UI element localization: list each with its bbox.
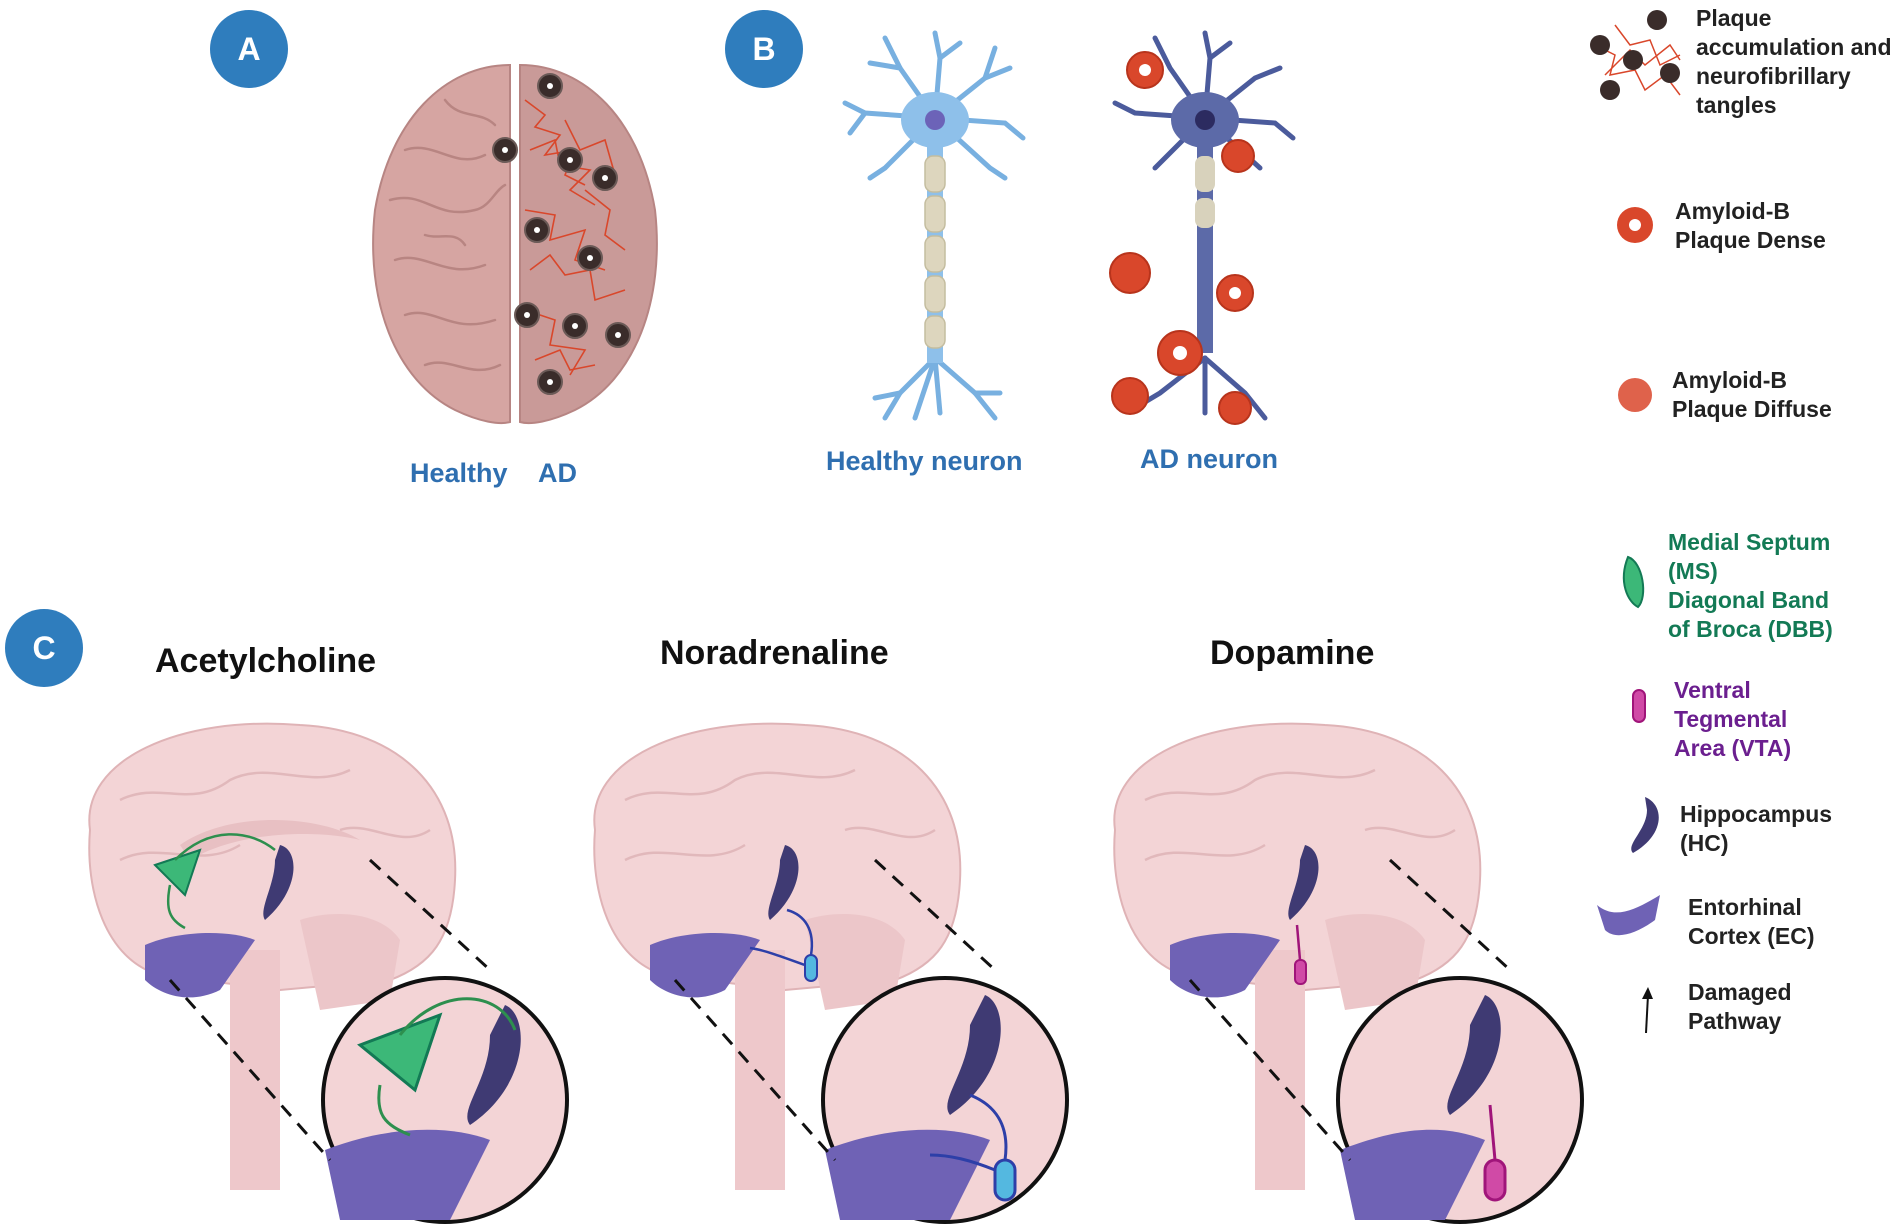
dopamine-brain [1113, 722, 1482, 1190]
dopamine-zoom-circle [1336, 976, 1584, 1224]
vta-icon [1632, 689, 1646, 723]
ad-neuron-illustration [1109, 30, 1296, 425]
dopamine-title: Dopamine [1210, 634, 1375, 672]
acetylcholine-brain [88, 722, 457, 1190]
ad-brain-label: AD [538, 458, 577, 488]
damaged-pathway-arrow-icon [1642, 987, 1653, 1034]
plaque-tangles-icon [1590, 10, 1681, 100]
noradrenaline-brain [593, 722, 962, 1190]
panel-a-badge: A [210, 10, 288, 88]
acetylcholine-title: Acetylcholine [155, 642, 377, 680]
hippocampus-icon [1631, 797, 1659, 853]
noradrenaline-zoom-circle [821, 976, 1069, 1224]
ad-brain-illustration [372, 63, 658, 425]
ad-neuron-label: AD neuron [1140, 444, 1278, 474]
healthy-neuron-illustration [842, 30, 1026, 421]
panel-b-badge: B [725, 10, 803, 88]
panel-c-badge: C [5, 609, 83, 687]
entorhinal-icon [1597, 895, 1660, 936]
healthy-neuron-label: Healthy neuron [826, 446, 1023, 476]
diffuse-plaque-icon [1618, 378, 1652, 412]
acetylcholine-zoom-lines [168, 858, 492, 1161]
healthy-brain-label: Healthy [410, 458, 508, 488]
noradrenaline-zoom-lines [673, 858, 997, 1161]
legend-hippocampus: Hippocampus(HC) [1680, 801, 1833, 856]
noradrenaline-title: Noradrenaline [660, 634, 889, 672]
ms-dbb-icon [1622, 555, 1645, 609]
dopamine-zoom-lines [1188, 858, 1512, 1161]
dense-plaque-icon [1617, 207, 1653, 243]
acetylcholine-zoom-circle [321, 976, 569, 1224]
